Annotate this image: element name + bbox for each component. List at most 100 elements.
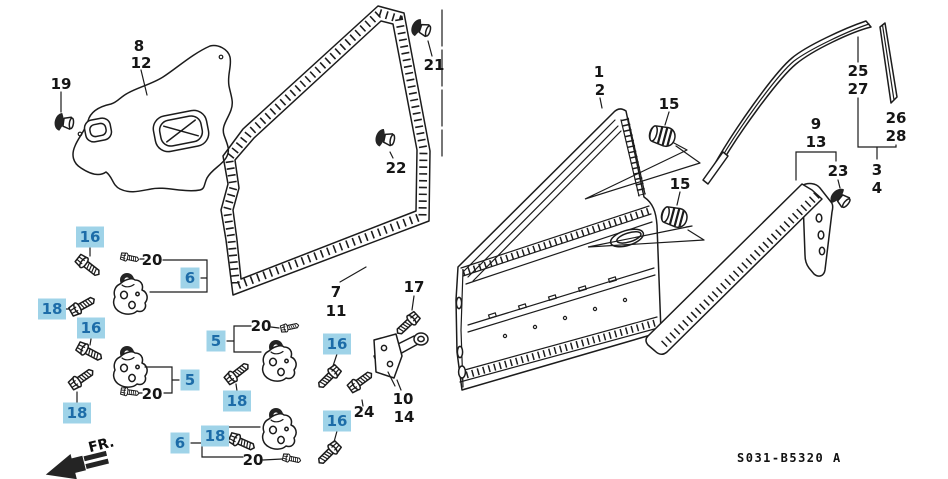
callout-20: 20 xyxy=(142,385,163,403)
callout-28: 28 xyxy=(886,127,907,145)
grommet-leader-wedges xyxy=(584,142,705,248)
callout-number: 18 xyxy=(67,404,88,422)
callout-highlight-box xyxy=(201,425,229,447)
callout-highlight-box xyxy=(38,298,66,320)
callout-number: 9 xyxy=(811,115,821,133)
callout-number: 20 xyxy=(142,385,163,403)
callout-22: 22 xyxy=(386,159,407,177)
callout-number: 26 xyxy=(886,109,907,127)
highlighted-callout-5: 5 xyxy=(180,369,200,391)
door-shell-1-2 xyxy=(455,108,662,391)
bolt-16-a xyxy=(73,252,104,280)
callout-number: 20 xyxy=(142,251,163,269)
highlighted-callout-16: 16 xyxy=(76,226,104,248)
callout-number: 15 xyxy=(670,175,691,193)
callout-12: 12 xyxy=(131,54,152,72)
highlighted-callout-16: 16 xyxy=(323,333,351,355)
hinge-upper-rear xyxy=(261,339,297,382)
callout-highlight-box xyxy=(170,432,190,454)
fr-label: FR. xyxy=(87,434,116,456)
callout-number: 25 xyxy=(848,62,869,80)
callout-number: 16 xyxy=(81,319,102,337)
callout-number: 14 xyxy=(394,408,415,426)
callout-number: 21 xyxy=(424,56,445,74)
bolt-18-c xyxy=(222,359,253,387)
bolt-16-d xyxy=(314,439,343,468)
callout-15: 15 xyxy=(670,175,691,193)
callout-10: 10 xyxy=(393,390,414,408)
hinge-lower-rear xyxy=(261,407,297,450)
callout-number: 18 xyxy=(42,300,63,318)
callout-highlight-box xyxy=(206,330,226,352)
callout-24: 24 xyxy=(354,403,375,421)
callout-number: 18 xyxy=(205,427,226,445)
bolt-24 xyxy=(345,367,376,395)
callout-14: 14 xyxy=(394,408,415,426)
callout-number: 19 xyxy=(51,75,72,93)
callout-number: 24 xyxy=(354,403,375,421)
callout-19: 19 xyxy=(51,75,72,93)
callout-highlight-box xyxy=(323,333,351,355)
highlighted-callout-18: 18 xyxy=(38,298,66,320)
callout-number: 1 xyxy=(594,63,604,81)
highlighted-callout-18: 18 xyxy=(201,425,229,447)
callout-highlight-box xyxy=(77,317,105,339)
callout-number: 12 xyxy=(131,54,152,72)
door-weatherstrip-7-11 xyxy=(220,5,431,296)
bolt-16-c xyxy=(314,363,343,392)
callout-highlight-box xyxy=(180,369,200,391)
callout-number: 16 xyxy=(327,335,348,353)
lower-molding-strip xyxy=(645,151,823,355)
grommet-15-upper xyxy=(646,122,679,150)
callout-number: 10 xyxy=(393,390,414,408)
callout-number: 7 xyxy=(331,283,341,301)
callout-number: 28 xyxy=(886,127,907,145)
corner-molding-26-28 xyxy=(879,22,898,104)
grommet-15-lower xyxy=(658,203,691,231)
bolt-18-a xyxy=(67,293,98,318)
callout-11: 11 xyxy=(326,302,347,320)
callout-15: 15 xyxy=(659,95,680,113)
highlighted-callout-6: 6 xyxy=(170,432,190,454)
bolt-20-c xyxy=(279,320,300,334)
callout-8: 8 xyxy=(134,37,144,55)
callout-2: 2 xyxy=(595,81,605,99)
callout-26: 26 xyxy=(886,109,907,127)
clip-22 xyxy=(373,126,397,150)
callout-number: 16 xyxy=(80,228,101,246)
bolt-18-b xyxy=(66,365,97,392)
callout-number: 5 xyxy=(185,371,195,389)
clip-21 xyxy=(408,16,434,41)
callout-highlight-box xyxy=(180,267,200,289)
insulator-x-hole xyxy=(152,109,210,153)
callout-number: 16 xyxy=(327,412,348,430)
callout-21: 21 xyxy=(424,56,445,74)
part-code: S031-B5320 A xyxy=(737,451,842,465)
callout-13: 13 xyxy=(806,133,827,151)
highlighted-callout-18: 18 xyxy=(63,402,91,424)
bolt-20-b xyxy=(119,386,140,399)
callout-number: 15 xyxy=(659,95,680,113)
insulator-small-hole xyxy=(83,117,113,143)
hinge-lower-front xyxy=(112,345,148,388)
callout-1: 1 xyxy=(594,63,604,81)
callout-number: 22 xyxy=(386,159,407,177)
callout-number: 27 xyxy=(848,80,869,98)
hinge-upper-front xyxy=(112,272,148,315)
callout-number: 2 xyxy=(595,81,605,99)
insulator-panel-8-12 xyxy=(72,44,233,193)
callout-number: 18 xyxy=(227,392,248,410)
leader-lines xyxy=(60,9,897,461)
callout-number: 11 xyxy=(326,302,347,320)
callout-7: 7 xyxy=(331,283,341,301)
callout-number: 17 xyxy=(404,278,425,296)
callout-4: 4 xyxy=(872,179,882,197)
callout-27: 27 xyxy=(848,80,869,98)
callout-number: 4 xyxy=(872,179,882,197)
callout-25: 25 xyxy=(848,62,869,80)
callout-17: 17 xyxy=(404,278,425,296)
callout-20: 20 xyxy=(243,451,264,469)
bolt-20-d xyxy=(281,452,302,466)
